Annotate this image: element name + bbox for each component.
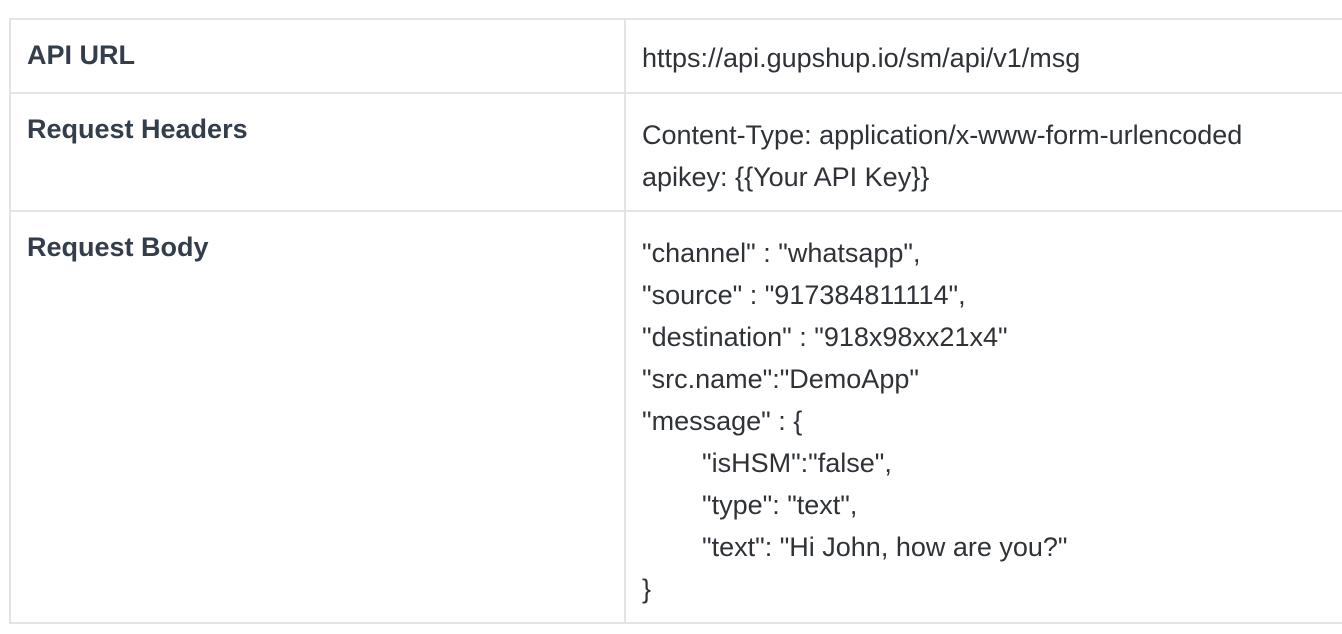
header-line: apikey: {{Your API Key}}: [642, 162, 930, 192]
table-row-request-body: Request Body "channel" : "whatsapp", "so…: [9, 210, 1342, 624]
body-line: }: [642, 574, 652, 604]
value-cell-api-url: https://api.gupshup.io/sm/api/v1/msg: [624, 18, 1342, 94]
row-key-label: Request Headers: [27, 114, 248, 144]
key-cell-api-url: API URL: [9, 18, 626, 94]
body-line-indented: "type": "text",: [702, 490, 858, 520]
body-line: "destination" : "918x98xx21x4": [642, 322, 1008, 352]
value-cell-request-body: "channel" : "whatsapp", "source" : "9173…: [624, 210, 1342, 624]
body-line-indented: "text": "Hi John, how are you?": [702, 532, 1068, 562]
body-line: "message" : {: [642, 406, 803, 436]
value-cell-request-headers: Content-Type: application/x-www-form-url…: [624, 92, 1342, 212]
api-reference-table: API URL https://api.gupshup.io/sm/api/v1…: [9, 18, 1342, 624]
body-line: "channel" : "whatsapp",: [642, 238, 921, 268]
body-line: "src.name":"DemoApp": [642, 364, 919, 394]
key-cell-request-body: Request Body: [9, 210, 626, 624]
body-line: "source" : "917384811114",: [642, 280, 966, 310]
api-reference-table-wrapper: API URL https://api.gupshup.io/sm/api/v1…: [9, 18, 1342, 624]
table-row-api-url: API URL https://api.gupshup.io/sm/api/v1…: [9, 18, 1342, 94]
key-cell-request-headers: Request Headers: [9, 92, 626, 212]
row-key-label: Request Body: [27, 232, 209, 262]
body-line-indented: "isHSM":"false",: [702, 448, 892, 478]
table-row-request-headers: Request Headers Content-Type: applicatio…: [9, 92, 1342, 212]
api-url-value: https://api.gupshup.io/sm/api/v1/msg: [642, 43, 1081, 73]
row-key-label: API URL: [27, 40, 135, 70]
header-line: Content-Type: application/x-www-form-url…: [642, 120, 1243, 150]
